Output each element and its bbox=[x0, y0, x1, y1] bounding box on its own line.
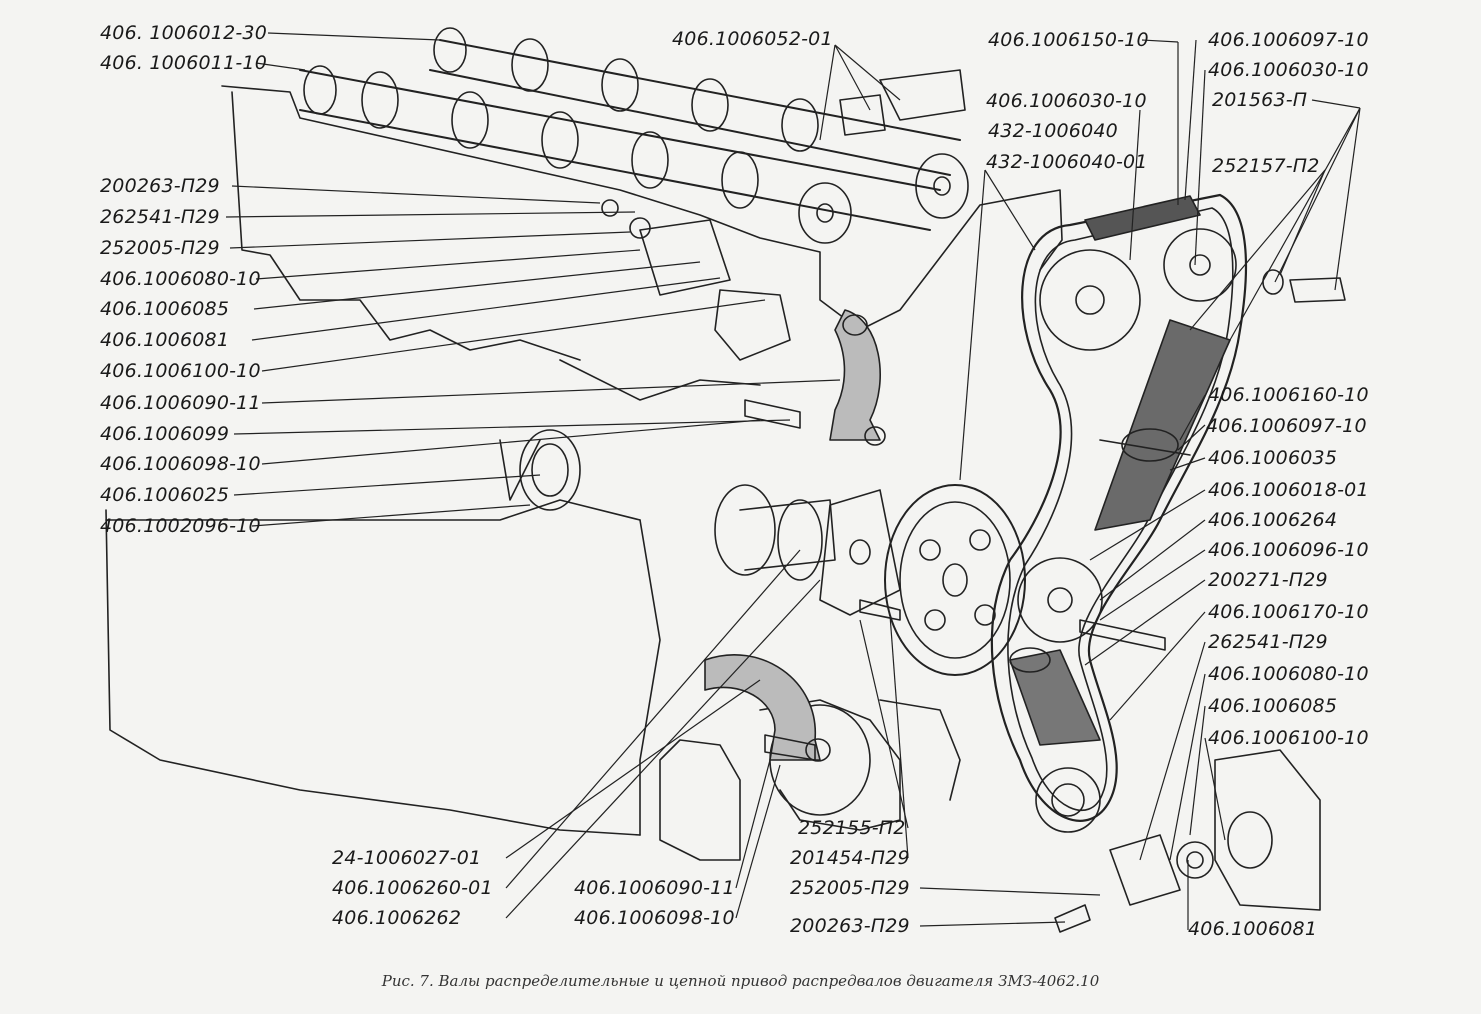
leader-lines bbox=[225, 32, 1361, 930]
crank-pulley bbox=[884, 484, 1026, 676]
label-406-1006098-10-lower: 406.1006098-10 bbox=[574, 907, 735, 929]
label-406-1006100-10-right: 406.1006100-10 bbox=[1208, 727, 1369, 749]
label-406-1006160-10: 406.1006160-10 bbox=[1208, 384, 1369, 406]
label-406-1006262: 406.1006262 bbox=[332, 907, 462, 929]
label-406-1006099: 406.1006099 bbox=[100, 423, 230, 445]
label-24-1006027-01: 24-1006027-01 bbox=[332, 847, 482, 869]
intermediate-shaft bbox=[714, 484, 901, 616]
label-200271-p29: 200271-П29 bbox=[1208, 569, 1328, 591]
timing-chain bbox=[990, 193, 1248, 833]
label-406-1006012-30: 406. 1006012-30 bbox=[100, 22, 267, 44]
figure-caption: Рис. 7. Валы распределительные и цепной … bbox=[381, 972, 1100, 990]
lower-guide bbox=[704, 654, 831, 762]
label-406-1006097-10-top: 406.1006097-10 bbox=[1208, 29, 1369, 51]
label-406-1006264: 406.1006264 bbox=[1208, 509, 1338, 531]
label-406-1006170-10: 406.1006170-10 bbox=[1208, 601, 1369, 623]
label-406-1002096-10: 406.1002096-10 bbox=[100, 515, 261, 537]
label-432-1006040-01: 432-1006040-01 bbox=[986, 151, 1148, 173]
label-262541-p29-right: 262541-П29 bbox=[1208, 631, 1328, 653]
label-406-1006260-01: 406.1006260-01 bbox=[332, 877, 493, 899]
tensioner-upper bbox=[601, 199, 791, 361]
label-406-1006030-10-top: 406.1006030-10 bbox=[986, 90, 1147, 112]
camshafts bbox=[299, 27, 969, 244]
label-252005-p29-lower: 252005-П29 bbox=[790, 877, 910, 899]
label-406-1006011-10: 406. 1006011-10 bbox=[100, 52, 267, 74]
label-406-1006097-10-mid: 406.1006097-10 bbox=[1206, 415, 1367, 437]
label-252005-p29: 252005-П29 bbox=[100, 237, 220, 259]
label-406-1006080-10: 406.1006080-10 bbox=[100, 268, 261, 290]
label-406-1006080-10-right: 406.1006080-10 bbox=[1208, 663, 1369, 685]
label-406-1006025: 406.1006025 bbox=[100, 484, 230, 506]
label-406-1006018-01: 406.1006018-01 bbox=[1208, 479, 1369, 501]
tensioner-lower bbox=[1054, 749, 1321, 933]
label-406-1006035: 406.1006035 bbox=[1208, 447, 1338, 469]
label-262541-p29: 262541-П29 bbox=[100, 206, 220, 228]
label-201563-p: 201563-П bbox=[1212, 89, 1308, 111]
label-406-1006052-01: 406.1006052-01 bbox=[672, 28, 833, 50]
label-200263-p29: 200263-П29 bbox=[100, 175, 220, 197]
label-252157-p2: 252157-П2 bbox=[1212, 155, 1320, 177]
label-406-1006090-11-lower: 406.1006090-11 bbox=[574, 877, 735, 899]
engine-block bbox=[105, 85, 1063, 861]
label-406-1006081: 406.1006081 bbox=[100, 329, 230, 351]
label-200263-p29-lower: 200263-П29 bbox=[790, 915, 910, 937]
bolts bbox=[859, 269, 1346, 651]
label-406-1006081-right: 406.1006081 bbox=[1188, 918, 1318, 940]
label-406-1006098-10: 406.1006098-10 bbox=[100, 453, 261, 475]
label-406-1006030-10-right: 406.1006030-10 bbox=[1208, 59, 1369, 81]
label-406-1006090-11: 406.1006090-11 bbox=[100, 392, 261, 414]
label-406-1006085: 406.1006085 bbox=[100, 298, 230, 320]
label-406-1006096-10: 406.1006096-10 bbox=[1208, 539, 1369, 561]
label-432-1006040: 432-1006040 bbox=[988, 120, 1118, 142]
label-406-1006150-10: 406.1006150-10 bbox=[988, 29, 1149, 51]
label-252155-p2: 252155-П2 bbox=[798, 817, 906, 839]
label-406-1006085-right: 406.1006085 bbox=[1208, 695, 1338, 717]
label-201454-p29: 201454-П29 bbox=[790, 847, 910, 869]
label-406-1006100-10: 406.1006100-10 bbox=[100, 360, 261, 382]
upper-guide bbox=[744, 309, 886, 446]
